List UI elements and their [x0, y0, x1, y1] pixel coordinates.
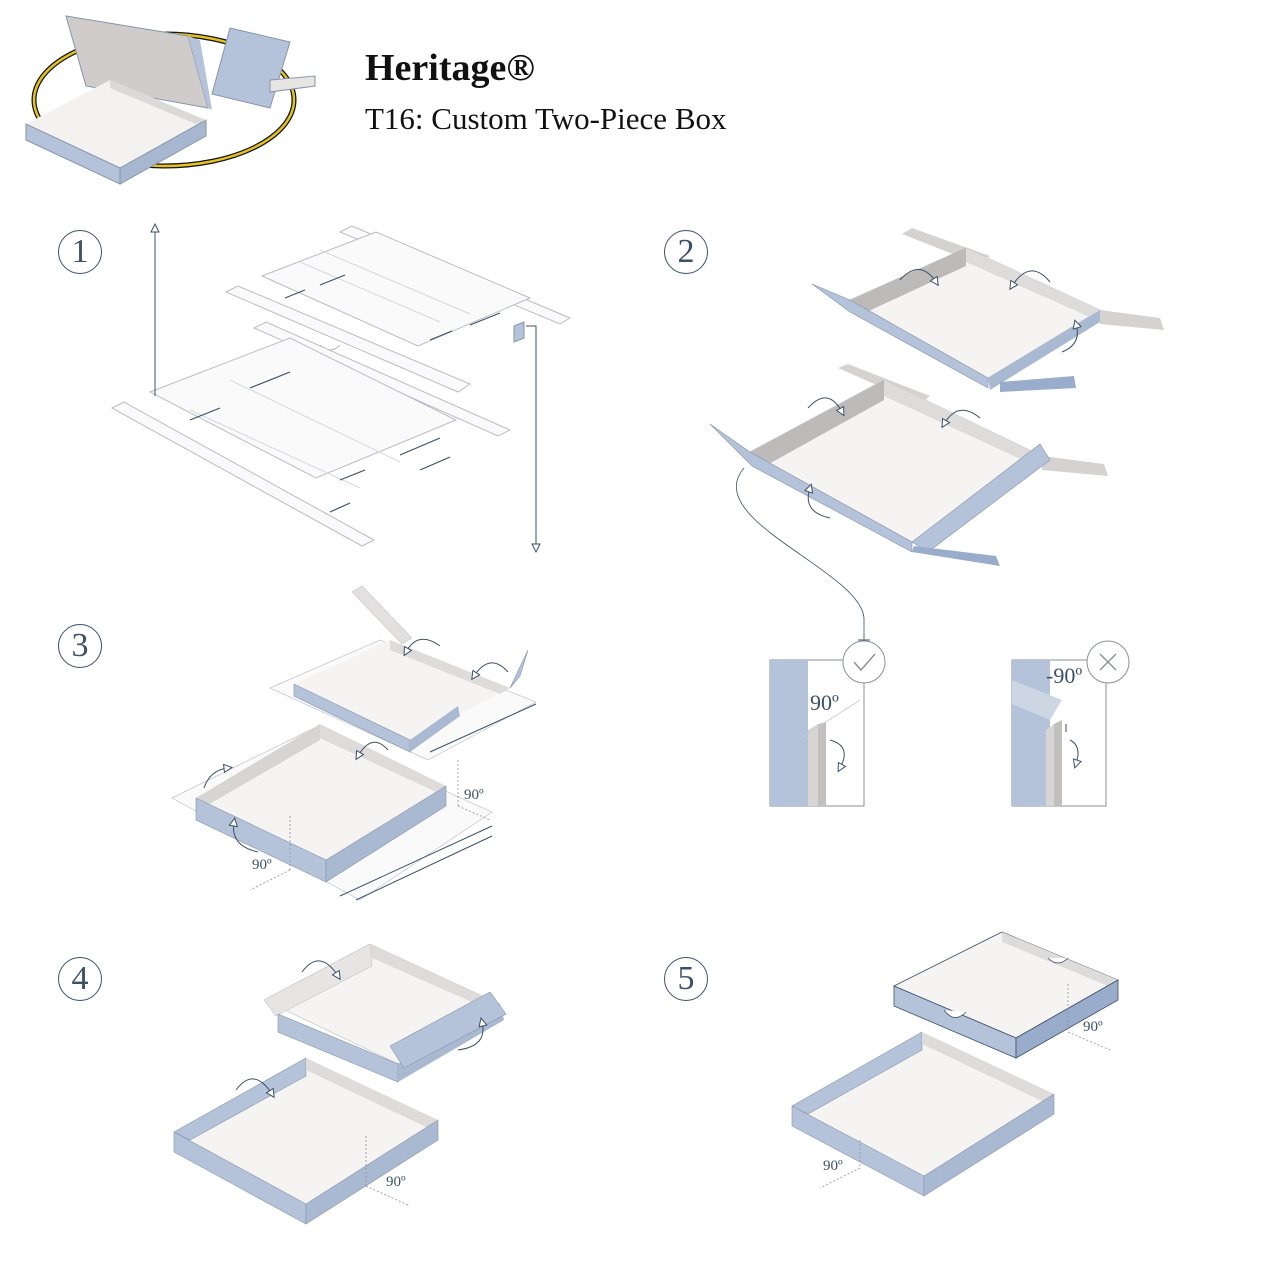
- fold-arrow-icon: [808, 269, 1077, 519]
- step-1-flat-blanks: [110, 225, 572, 547]
- product-subtitle: T16: Custom Two-Piece Box: [365, 101, 727, 136]
- brand-title: Heritage®: [365, 47, 535, 89]
- angle-correct: 90º: [810, 690, 839, 715]
- angle-step3-b: 90º: [252, 857, 272, 873]
- step-number-2: 2: [664, 230, 708, 274]
- step-number-3: 3: [58, 624, 102, 668]
- angle-step4: 90º: [386, 1174, 406, 1190]
- step-3-folding: 90º 90º: [171, 585, 537, 901]
- box-thumbnail-icon: [25, 15, 316, 185]
- step-4-folding: 90º: [173, 943, 507, 1225]
- step-number-4: 4: [58, 957, 102, 1001]
- step-5-finished: 90º 90º: [791, 931, 1119, 1197]
- step-2-folding: [709, 228, 1164, 641]
- check-icon: [842, 640, 886, 684]
- step-number-5: 5: [664, 957, 708, 1001]
- step-number-1: 1: [58, 230, 102, 274]
- cross-icon: [1086, 640, 1130, 684]
- detail-correct: 90º: [769, 659, 865, 807]
- angle-step3-a: 90º: [464, 787, 484, 803]
- angle-step5-b: 90º: [823, 1158, 843, 1174]
- detail-incorrect: -90º: [1011, 659, 1107, 807]
- drop-arrow-icon: [526, 325, 536, 548]
- angle-incorrect: -90º: [1046, 663, 1082, 688]
- angle-step5-a: 90º: [1083, 1019, 1103, 1035]
